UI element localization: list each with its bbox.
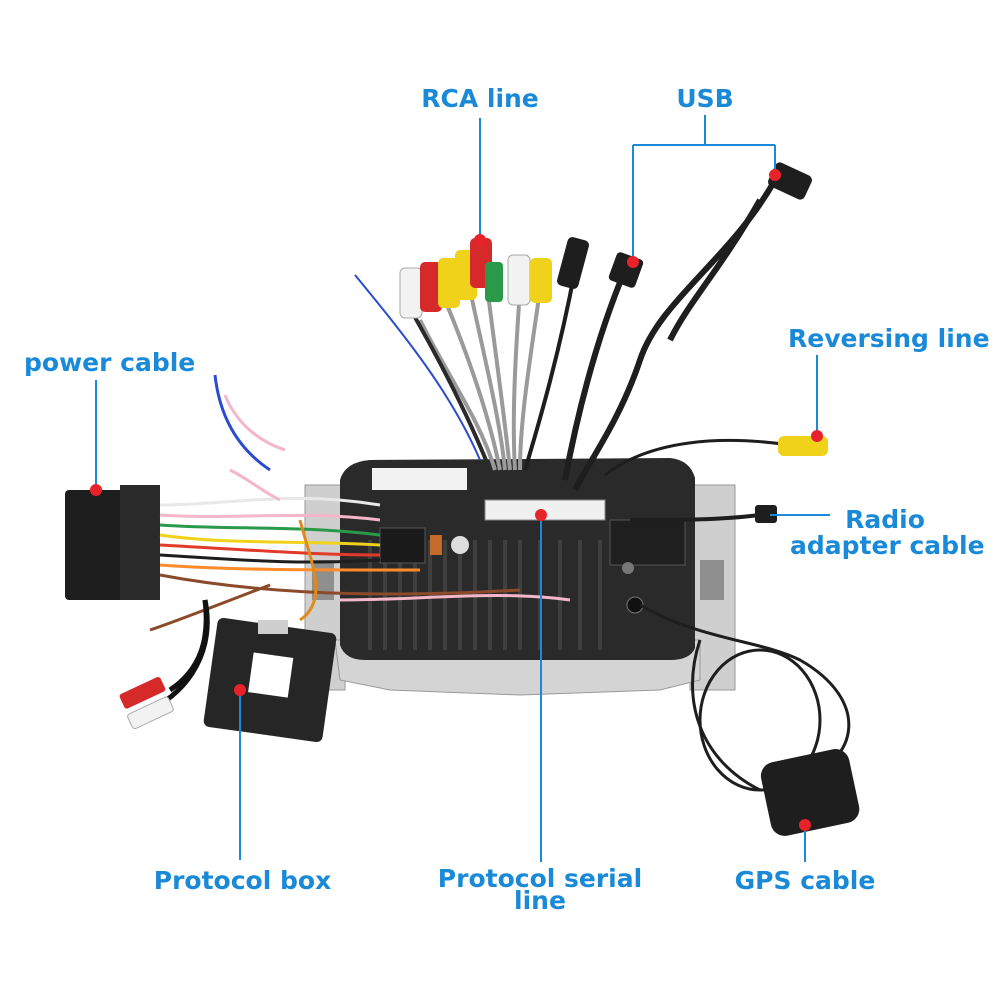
protocol-box-device	[203, 617, 337, 743]
ce-mark-icon	[451, 536, 469, 554]
power-harness	[65, 374, 571, 730]
leader-lines	[95, 115, 830, 862]
marker-reversing	[811, 430, 823, 442]
power-port	[379, 527, 426, 564]
usb-connector-1	[608, 252, 644, 288]
label-protocol-serial-line1: Protocol serial	[437, 864, 643, 893]
label-power-cable: power cable	[24, 348, 196, 377]
label-usb: USB	[676, 84, 734, 113]
label-protocol-serial: Protocol serial line	[425, 864, 655, 915]
marker-protocol-serial	[535, 509, 547, 521]
fuse	[430, 535, 442, 555]
radio-adapter-plug	[755, 505, 777, 523]
label-protocol-box: Protocol box	[153, 866, 332, 895]
qr-sticker	[248, 652, 294, 698]
marker-power	[90, 484, 102, 496]
label-radio-adapter-line1: Radio	[845, 505, 925, 534]
label-radio-adapter-line2: adapter cable	[790, 531, 985, 560]
label-gps-cable: GPS cable	[734, 866, 876, 895]
markers	[90, 169, 823, 831]
usb-connector-2	[768, 162, 812, 200]
multi-pin-connector	[484, 499, 606, 521]
gps-antenna	[760, 749, 860, 836]
rca-plugs	[399, 237, 589, 319]
label-protocol-serial-line2: line	[514, 886, 566, 915]
marker-usb-1	[627, 256, 639, 268]
label-reversing-line: Reversing line	[788, 324, 990, 353]
head-unit	[304, 458, 736, 696]
marker-usb-2	[769, 169, 781, 181]
label-rca-line: RCA line	[421, 84, 539, 113]
serial-sticker	[372, 468, 467, 490]
rca-bundle	[354, 269, 577, 471]
marker-rca	[474, 234, 486, 246]
label-radio-adapter: Radio adapter cable	[790, 505, 985, 560]
rca-plug-white	[127, 696, 174, 730]
marker-protocol-box	[234, 684, 246, 696]
rca-plug-red	[119, 677, 166, 709]
usb-cables	[562, 178, 778, 492]
marker-gps	[799, 819, 811, 831]
